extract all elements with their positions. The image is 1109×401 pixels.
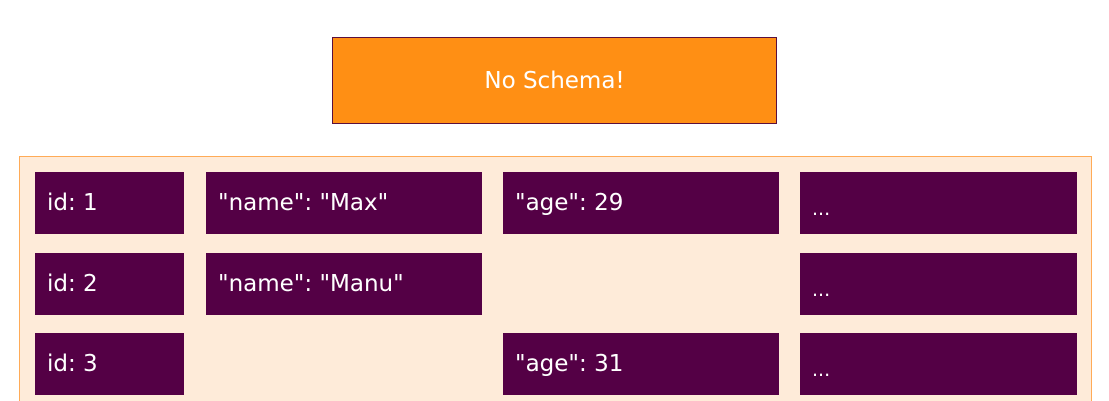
document-3-age: "age": 31: [503, 333, 779, 395]
no-schema-banner: No Schema!: [332, 37, 777, 124]
document-1-more: ...: [800, 172, 1077, 234]
document-2-id: id: 2: [35, 253, 184, 315]
document-1-name: "name": "Max": [206, 172, 482, 234]
document-3-id: id: 3: [35, 333, 184, 395]
document-1-id: id: 1: [35, 172, 184, 234]
documents-panel: id: 1 "name": "Max" "age": 29 ... id: 2 …: [19, 156, 1092, 401]
document-3-more-text: ...: [812, 359, 831, 381]
document-3-more: ...: [800, 333, 1077, 395]
document-2-more: ...: [800, 253, 1077, 315]
document-1-more-text: ...: [812, 198, 831, 220]
document-1-age: "age": 29: [503, 172, 779, 234]
document-2-name: "name": "Manu": [206, 253, 482, 315]
document-2-more-text: ...: [812, 279, 831, 301]
